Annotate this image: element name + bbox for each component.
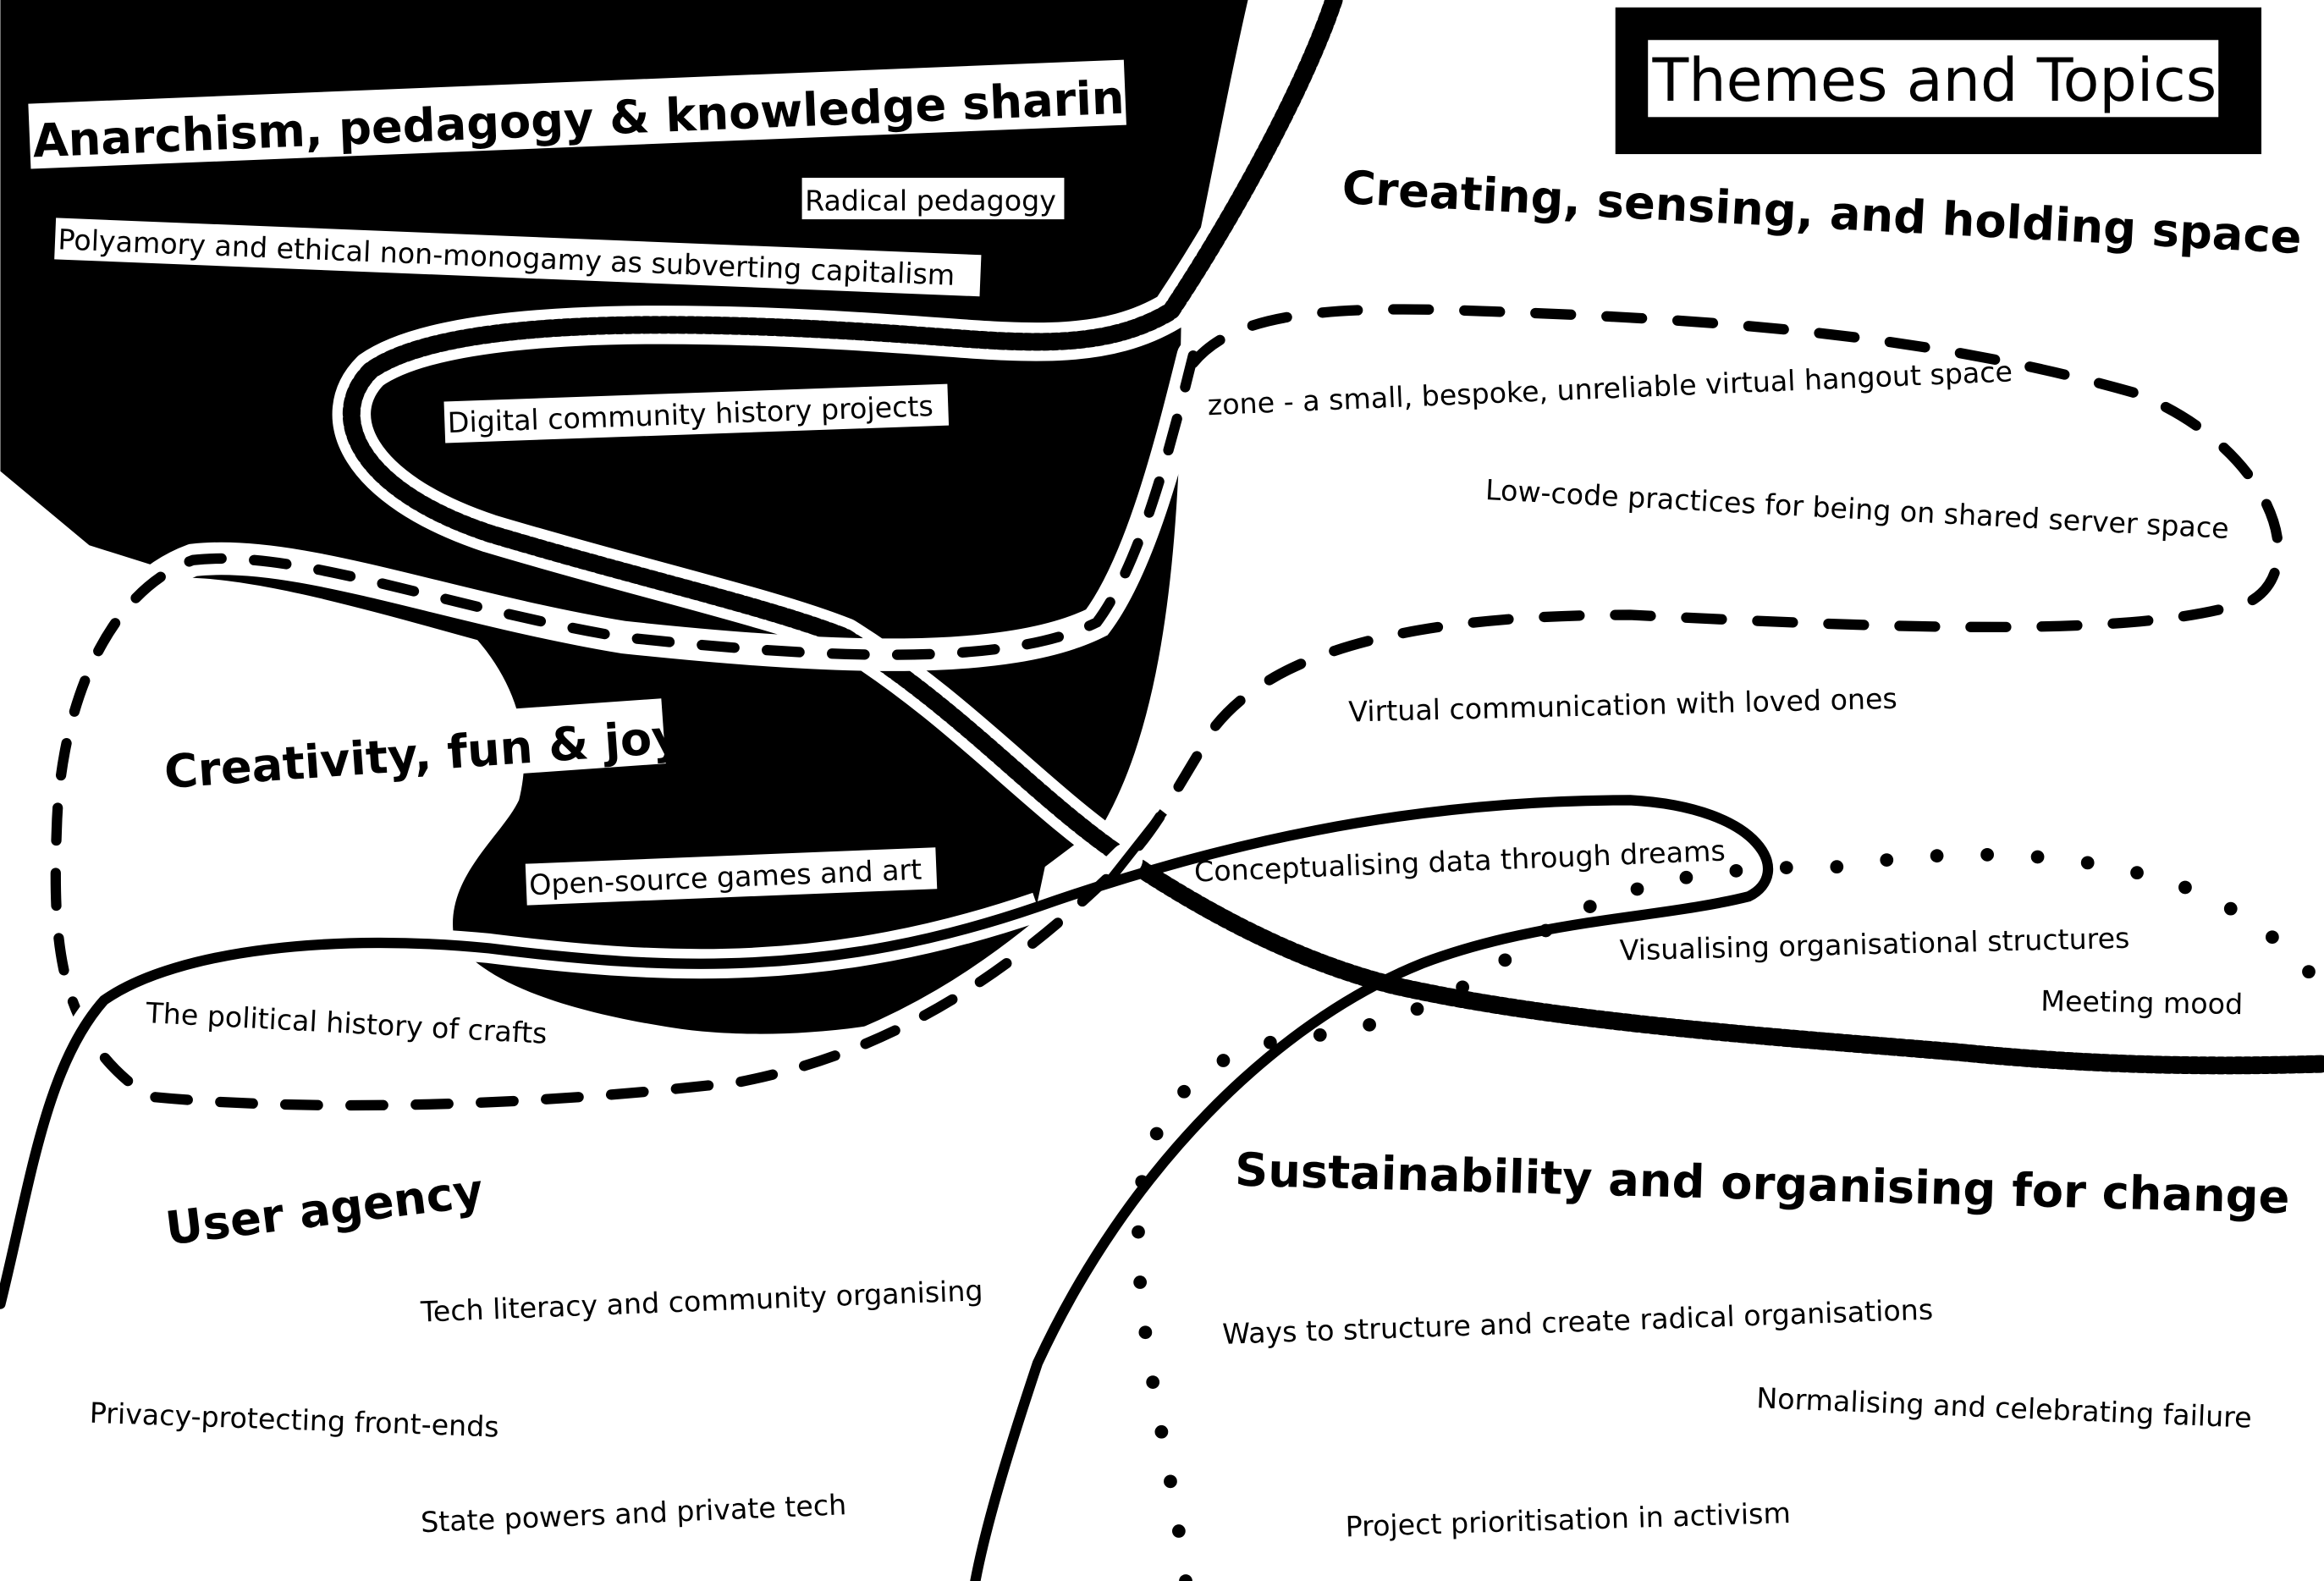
title-box: Themes and Topics	[1615, 7, 2262, 155]
theme-heading: Creating, sensing, and holding space	[1341, 161, 2303, 264]
topic-label: Privacy-protecting front-ends	[89, 1396, 499, 1444]
zigzag-line	[332, 0, 2324, 1085]
topic-label: Ways to structure and create radical org…	[1222, 1293, 1934, 1351]
theme-heading: Sustainability and organising for change	[1234, 1143, 2290, 1225]
solid-line	[1104, 809, 1167, 884]
topic-label: Normalising and celebrating failure	[1756, 1381, 2253, 1434]
topic-label: Meeting mood	[2040, 984, 2243, 1021]
topic-label: zone - a small, bespoke, unreliable virt…	[1207, 355, 2013, 421]
dashed-loop-line	[39, 304, 2284, 1122]
dotted-line	[1132, 847, 2324, 1581]
topic-label: State powers and private tech	[420, 1488, 847, 1539]
topic-label: Project prioritisation in activism	[1345, 1496, 1791, 1544]
page-title: Themes and Topics	[1651, 46, 2217, 115]
topic-label: Tech literacy and community organising	[419, 1274, 983, 1329]
topic-label: Radical pedagogy	[805, 185, 1056, 218]
topic-label: Visualising organisational structures	[1619, 922, 2130, 967]
topic-label: Virtual communication with loved ones	[1348, 682, 1897, 729]
solid-line	[0, 795, 1774, 1581]
topic-label: Low-code practices for being on shared s…	[1484, 473, 2229, 545]
topic-label: The political history of crafts	[145, 996, 548, 1050]
theme-heading: User agency	[162, 1164, 486, 1256]
